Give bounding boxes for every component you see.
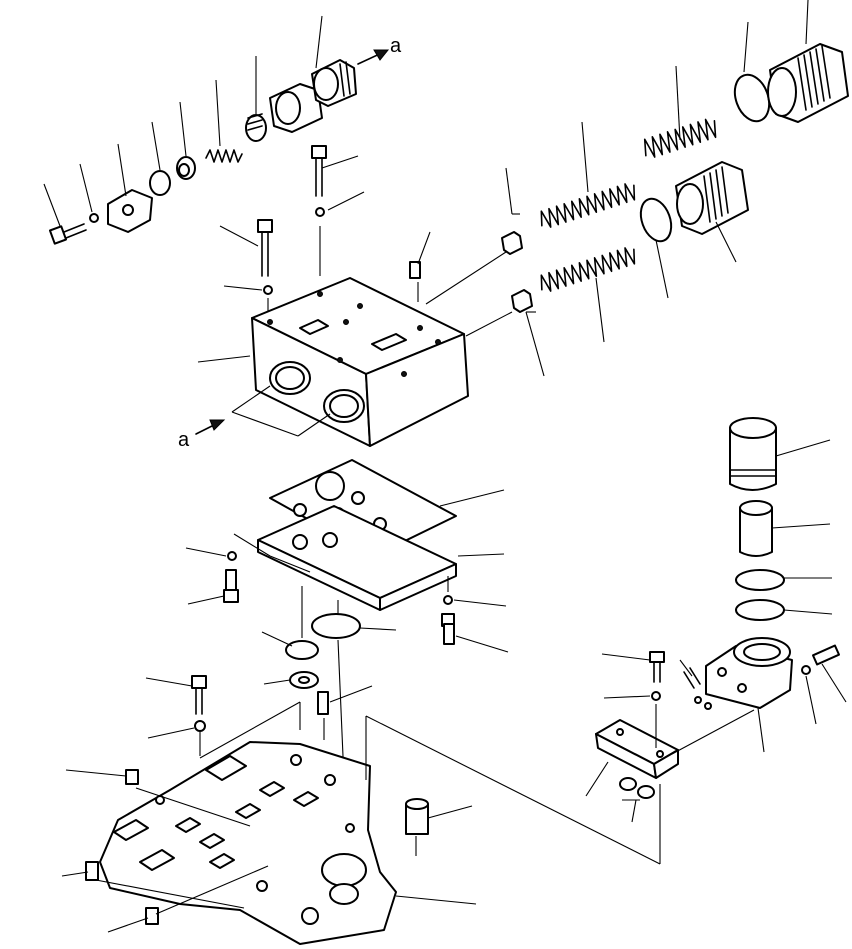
lower-housing <box>99 741 397 945</box>
o-ring-accum-1 <box>735 569 785 591</box>
plate-fasteners-right <box>441 576 509 653</box>
threaded-plug-large <box>767 43 849 123</box>
plunger <box>245 113 267 142</box>
washer-right <box>801 665 811 675</box>
leader-lines-top-right <box>505 0 809 377</box>
housing-port-large <box>321 853 367 887</box>
accumulator-assembly <box>595 417 840 799</box>
plate-fasteners-left <box>185 547 239 605</box>
housing-plug-left-bottom <box>85 861 99 881</box>
valve-sleeve-small <box>176 156 196 180</box>
bolt-left <box>48 223 87 245</box>
left-valve-train: a <box>48 35 402 245</box>
leader-lines-housing <box>61 701 661 933</box>
housing-plug-front <box>145 907 159 925</box>
o-ring-accum-2 <box>735 599 785 621</box>
flow-arrow-in: a <box>178 419 226 451</box>
valve-body-block: a <box>178 277 469 451</box>
flow-arrow-out: a <box>357 35 402 65</box>
o-ring-small <box>149 170 171 196</box>
leader-lines-right <box>585 439 847 864</box>
o-ring-middle-right <box>639 197 673 243</box>
spring-small <box>205 149 243 163</box>
housing-plug-top <box>317 685 373 740</box>
right-valve-train <box>501 43 849 313</box>
spring-long-upper <box>540 183 636 228</box>
washer-left <box>89 213 99 223</box>
marker-a-bottom: a <box>178 429 190 451</box>
marker-a-top: a <box>390 35 402 57</box>
valve-spool <box>269 59 357 133</box>
housing-plug-left-top <box>125 769 139 785</box>
cap-lower <box>511 289 533 313</box>
housing-bolts-left <box>145 675 207 756</box>
body-bolts <box>197 145 513 363</box>
cap-upper <box>501 231 523 255</box>
leader-lines-top-left <box>43 15 323 227</box>
separator-plate <box>233 505 505 611</box>
spring-long-lower <box>540 247 636 292</box>
threaded-plug-medium <box>675 161 749 235</box>
bolt-right <box>812 644 840 666</box>
o-ring-center-large <box>311 613 361 639</box>
o-ring-center-small <box>285 640 319 660</box>
